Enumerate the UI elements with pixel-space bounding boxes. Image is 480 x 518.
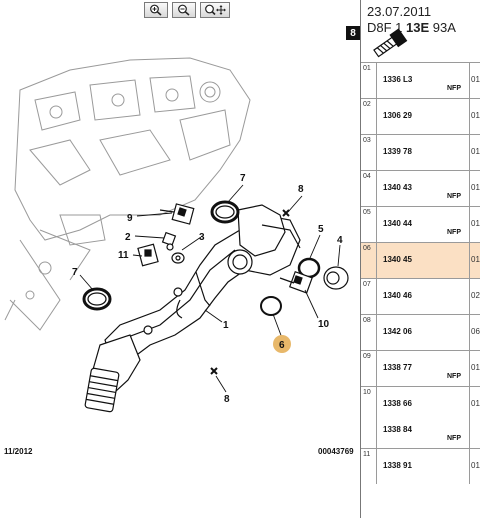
callout-8a: 8 [298,184,304,195]
part-index: 09 [361,351,377,386]
part-quantity: 01 [469,99,480,134]
diagram-pane: 7 8 9 2 3 5 4 11 7 1 10 6 8 [4,2,354,456]
part-quantity: 02 [469,279,480,314]
part-quantity: 01 [469,207,480,242]
part-number: 1336 L3 [383,75,413,84]
callout-6-highlight [273,335,291,353]
fasteners-8 [210,209,290,375]
zoom-out-icon [178,4,190,16]
bolt-icon [373,28,408,58]
part-number: 1338 91 [383,461,412,470]
part-index: 01 [361,63,377,98]
zoom-pan-button[interactable] [200,2,230,18]
exploded-parts-diagram: 7 8 9 2 3 5 4 11 7 1 10 6 8 [4,57,349,413]
part-row-08[interactable]: 08 1342 06 06 [361,314,480,350]
plug-2 [161,231,177,251]
diagram-date: 11/2012 [4,447,33,456]
part-index: 10 [361,387,377,448]
part-number: 1340 43 [383,183,412,192]
washer-3 [171,252,185,264]
part-number: 1340 44 [383,219,412,228]
part-row-06[interactable]: 06 1340 45 01 [361,242,480,278]
callout-3: 3 [199,232,205,243]
part-quantity: 01 [469,387,480,448]
zoom-in-icon [150,4,162,16]
part-number: 1338 66 [383,399,412,408]
nfp-badge: NFP [447,193,461,200]
callout-6[interactable]: 6 [279,340,285,351]
zoom-in-button[interactable] [144,2,168,18]
callout-10: 10 [318,319,330,330]
part-row-02[interactable]: 02 1306 29 01 [361,98,480,134]
part-number-alt: 1338 84 [383,425,412,434]
temp-sensor-10 [279,270,313,294]
part-row-03[interactable]: 03 1339 78 01 [361,134,480,170]
callout-1: 1 [223,320,229,331]
part-row-10[interactable]: 10 1338 66 01 1338 84 NFP [361,386,480,448]
part-row-04[interactable]: 04 1340 43 NFP 01 [361,170,480,206]
nfp-badge-alt: NFP [447,435,461,442]
leader-lines [79,184,341,393]
part-number: 1306 29 [383,111,412,120]
part-row-05[interactable]: 05 1340 44 NFP 01 [361,206,480,242]
callout-11: 11 [118,250,129,261]
part-quantity: 06 [469,315,480,350]
part-quantity: 01 [469,135,480,170]
part-row-07[interactable]: 07 1340 46 02 [361,278,480,314]
part-number: 1342 06 [383,327,412,336]
nfp-badge: NFP [447,373,461,380]
part-number: 1340 46 [383,291,412,300]
engine-reference: D8F 1 13E 93A [367,20,456,35]
thermostat-housing [227,204,301,275]
outlet-elbow [84,334,141,413]
part-row-01[interactable]: 01 1336 L3 NFP 01 [361,62,480,98]
callout-4: 4 [337,235,343,246]
callout-2: 2 [125,232,131,243]
nfp-badge: NFP [447,85,461,92]
temp-sensor-11 [137,243,159,267]
part-row-11[interactable]: 11 1338 91 01 [361,448,480,484]
part-index: 03 [361,135,377,170]
callout-7b: 7 [72,267,78,278]
callout-7a: 7 [240,173,246,184]
callout-9: 9 [127,213,133,224]
diagram-reference: 00043769 [318,447,354,456]
part-number: 1340 45 [383,255,412,264]
part-index: 08 [361,315,377,350]
part-quantity: 01 [469,351,480,386]
part-index: 11 [361,449,377,484]
callout-8b: 8 [224,394,230,405]
zoom-toolbar [144,2,230,18]
part-index: 04 [361,171,377,206]
part-number: 1339 78 [383,147,412,156]
part-row-09[interactable]: 09 1338 77 NFP 01 [361,350,480,386]
part-quantity: 01 [469,63,480,98]
zoom-out-button[interactable] [172,2,196,18]
zoom-pan-icon [205,4,226,16]
nfp-badge: NFP [447,229,461,236]
part-index: 02 [361,99,377,134]
bolt-callout-badge: 8 [346,26,360,40]
part-index: 07 [361,279,377,314]
part-quantity: 01 [469,449,480,484]
part-index: 06 [361,243,377,278]
part-quantity: 01 [469,171,480,206]
catalog-date: 23.07.2011 [367,4,432,19]
temp-sensor-9 [159,203,195,225]
cap [323,266,349,290]
part-index: 05 [361,207,377,242]
part-number: 1338 77 [383,363,412,372]
engine-block-outline [4,57,251,331]
callout-5: 5 [318,224,324,235]
part-quantity: 01 [469,243,480,278]
